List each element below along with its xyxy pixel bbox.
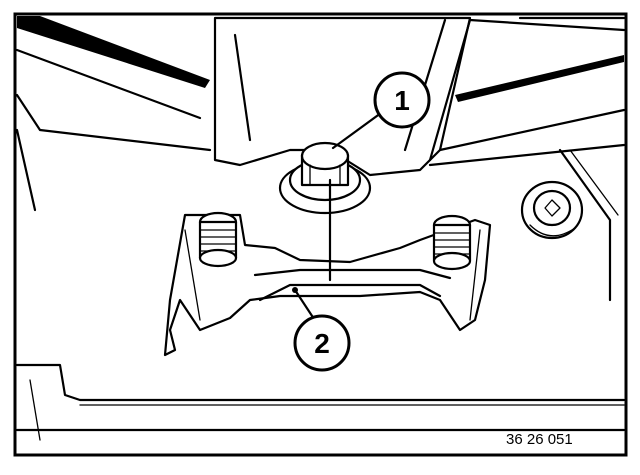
callout-1-label: 1: [394, 85, 410, 116]
mounting-bolt: [278, 141, 372, 215]
leader-dot: [292, 287, 298, 293]
callout-2-label: 2: [314, 328, 330, 359]
side-screw: [520, 180, 584, 240]
figure-code: 36 26 051: [506, 431, 573, 448]
callout-1: 1: [373, 71, 431, 129]
support-bracket: [163, 213, 492, 357]
callout-2: 2: [293, 314, 351, 372]
right-stud: [432, 214, 472, 271]
left-stud: [198, 211, 238, 268]
